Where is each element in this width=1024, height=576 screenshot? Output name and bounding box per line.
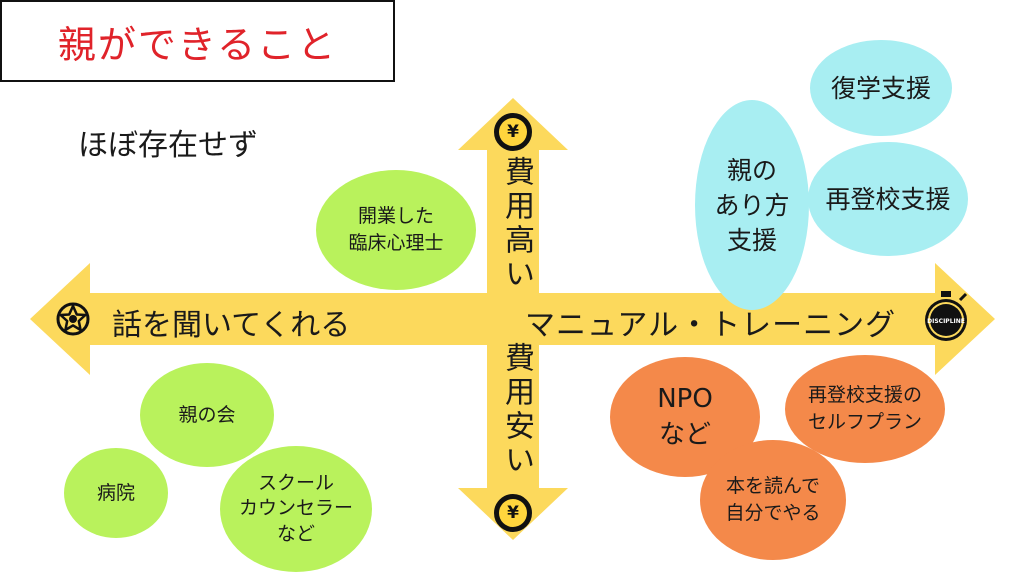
bubble-parents-way-label: 親の あり方 支援 xyxy=(714,155,790,255)
bubble-private-counselor: 開業した 臨床心理士 xyxy=(316,170,476,290)
bubble-parents-group: 親の会 xyxy=(140,363,274,467)
bubble-self-book: 本を読んで 自分でやる xyxy=(700,440,846,560)
axis-label-bottom: 費用安い xyxy=(499,342,534,478)
page-title: 親ができること xyxy=(57,22,338,67)
title-box: 親ができること xyxy=(0,0,395,82)
bubble-npo-label: NPO など xyxy=(657,383,713,450)
stopwatch-icon: DISCIPLINE xyxy=(925,291,968,341)
bubble-school-counselor-label: スクール カウンセラー など xyxy=(238,471,353,545)
yen-bottom-symbol: ¥ xyxy=(507,503,519,523)
bubble-self-plan-label: 再登校支援の セルフプラン xyxy=(807,384,922,433)
vertical-axis-arrow xyxy=(458,98,568,540)
yen-top-symbol: ¥ xyxy=(507,122,519,142)
yen-top-icon: ¥ xyxy=(494,113,532,151)
bubble-hospital: 病院 xyxy=(64,448,168,538)
star-icon xyxy=(56,302,90,336)
axis-label-right: マニュアル・トレーニング xyxy=(525,308,897,343)
bubble-school-counselor: スクール カウンセラー など xyxy=(220,446,372,572)
axis-label-left: 話を聞いてくれる xyxy=(112,308,351,343)
axis-label-top: 費用高い xyxy=(499,156,534,292)
bubble-parents-way: 親の あり方 支援 xyxy=(695,100,809,310)
discipline-label: DISCIPLINE xyxy=(927,318,965,325)
yen-bottom-icon: ¥ xyxy=(494,494,532,532)
bubble-reattend-school-label: 再登校支援 xyxy=(825,184,951,214)
bubble-hospital-label: 病院 xyxy=(96,481,135,504)
bubble-private-counselor-label: 開業した 臨床心理士 xyxy=(348,205,444,254)
bubble-reattend-school: 再登校支援 xyxy=(808,142,968,256)
bubble-return-school: 復学支援 xyxy=(810,40,952,136)
bubble-self-plan: 再登校支援の セルフプラン xyxy=(785,355,945,463)
bubble-self-book-label: 本を読んで 自分でやる xyxy=(725,475,821,524)
bubble-parents-group-label: 親の会 xyxy=(178,403,236,426)
bubble-return-school-label: 復学支援 xyxy=(830,73,931,103)
empty-quadrant-note: ほぼ存在せず xyxy=(78,128,258,163)
